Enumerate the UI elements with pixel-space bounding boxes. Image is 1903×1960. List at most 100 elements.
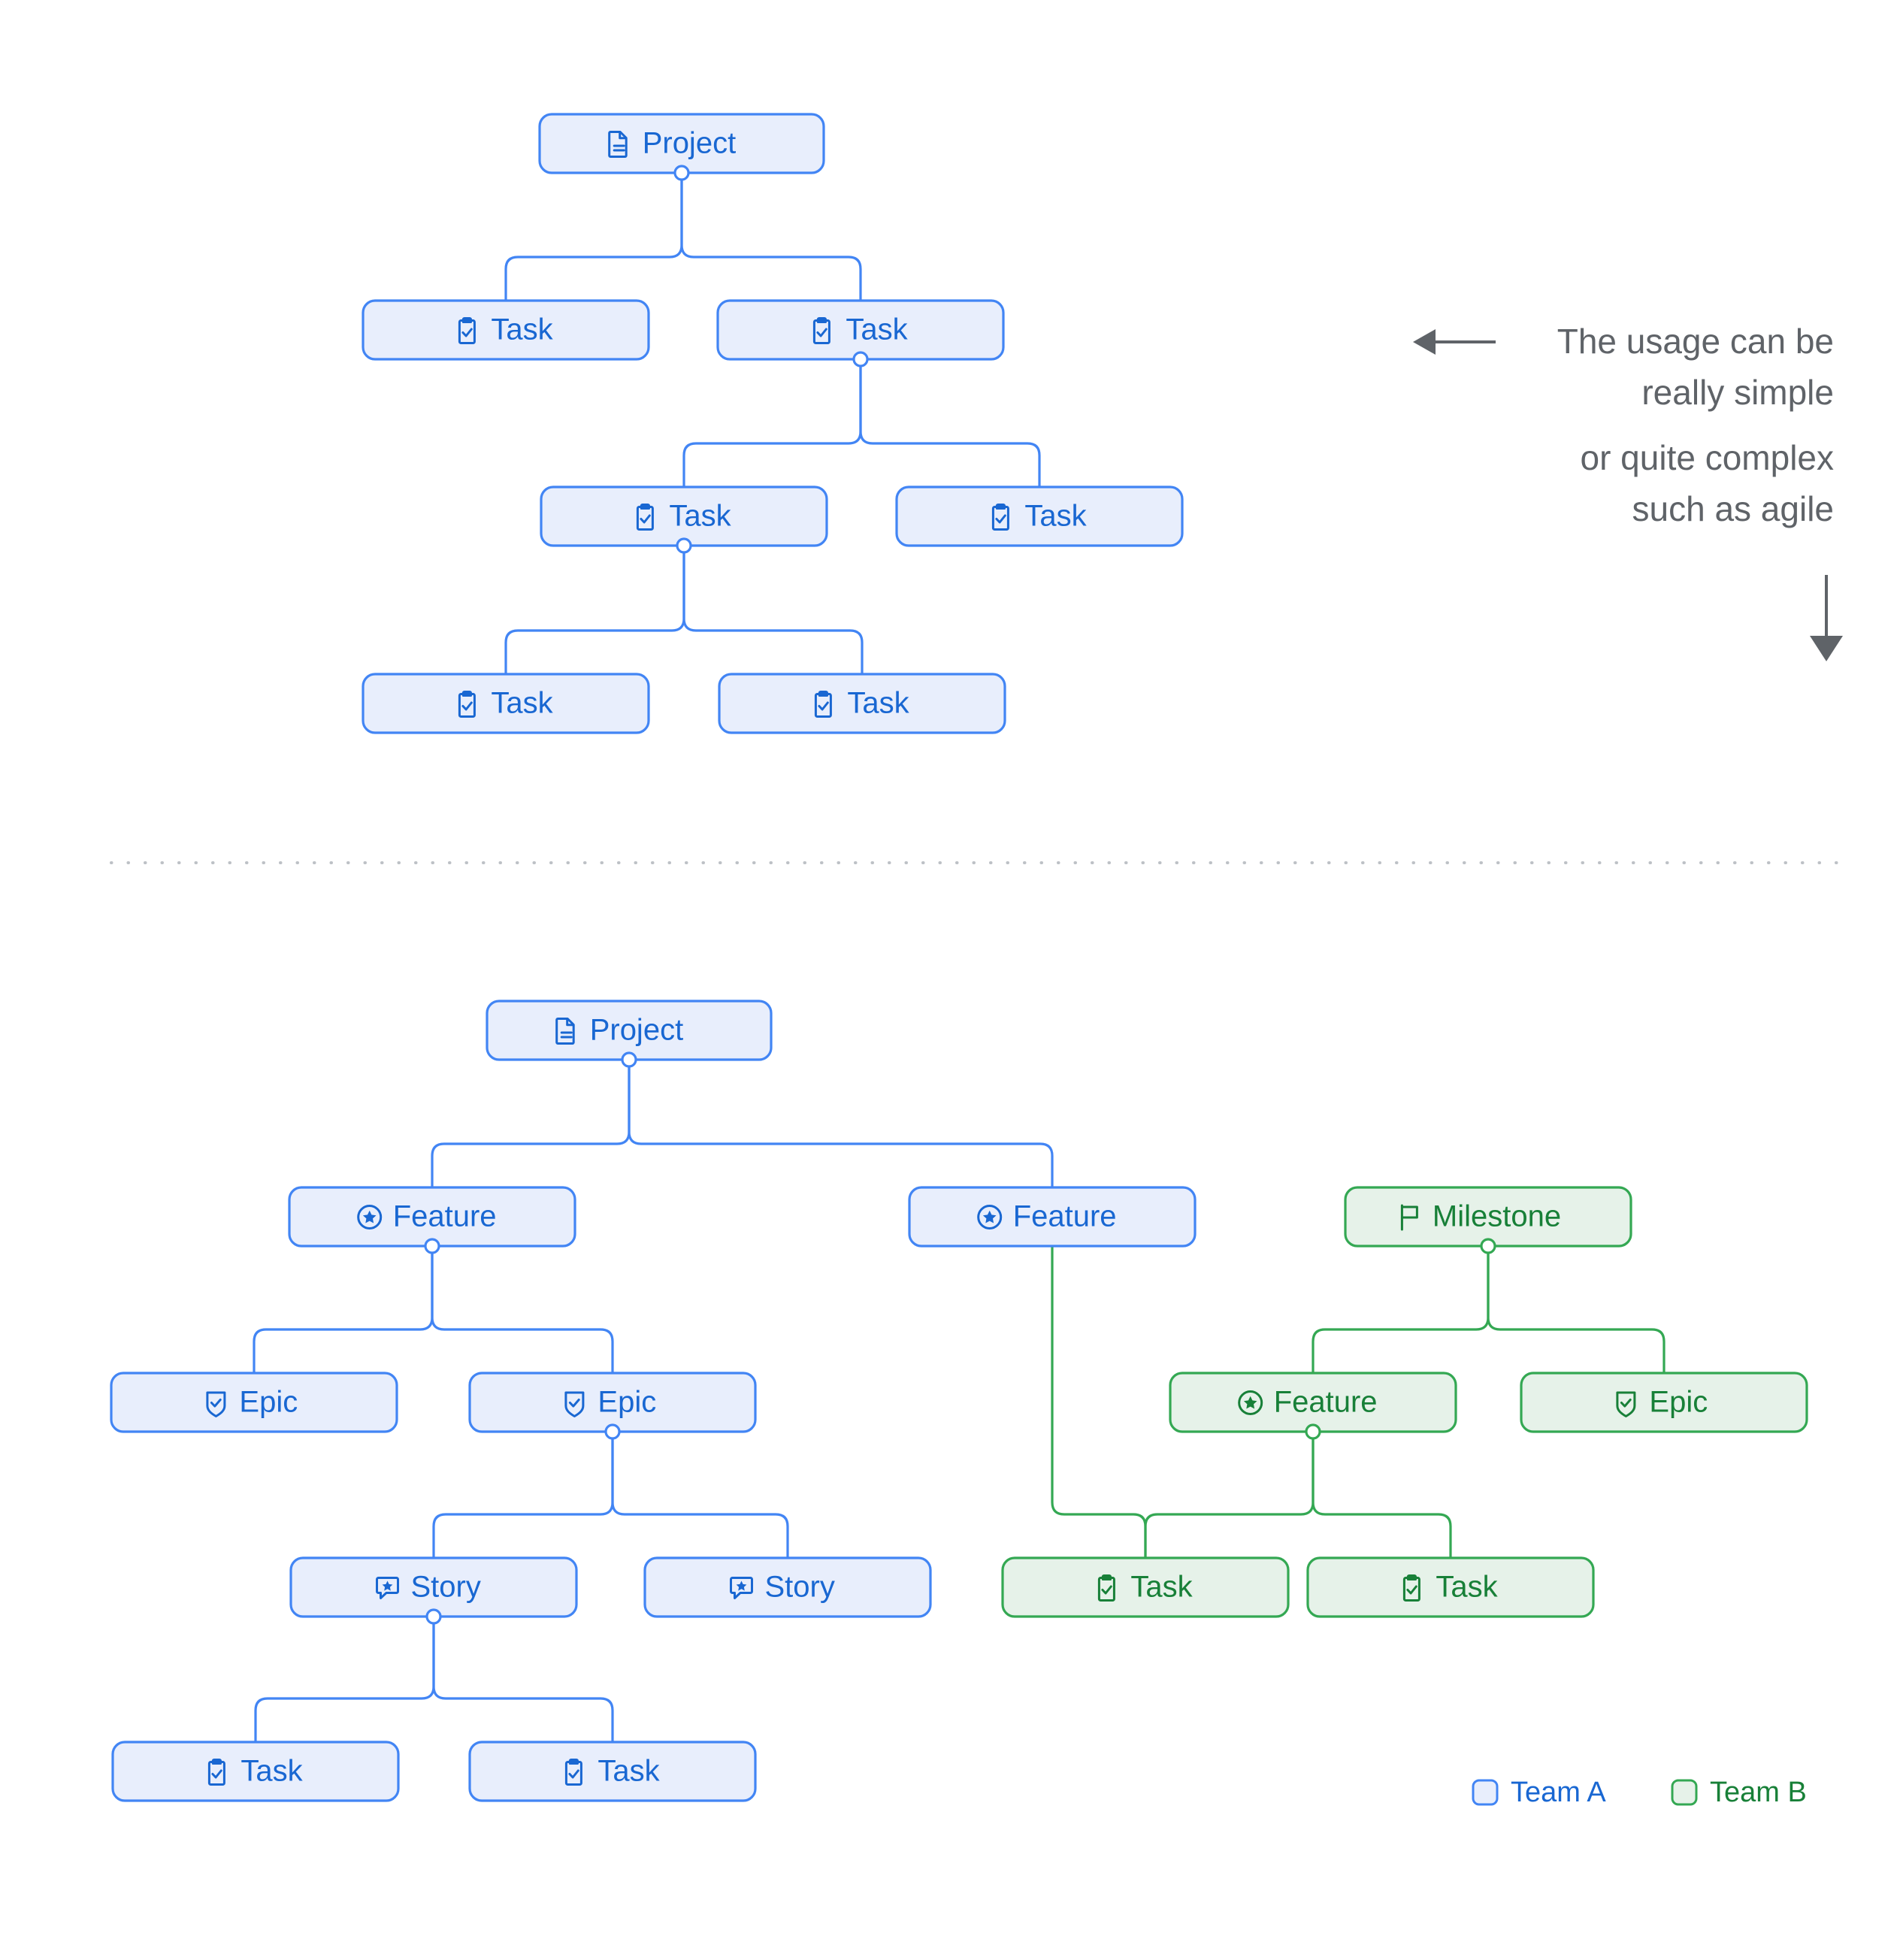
annotation-line-1: The usage can be: [1557, 322, 1834, 361]
down-arrow-icon: [1810, 575, 1843, 661]
node-label: Task: [491, 313, 553, 346]
node-label: Task: [846, 313, 908, 346]
node-background: [908, 1186, 1197, 1248]
annotation-line-2: really simple: [1641, 373, 1834, 412]
node-feature-a-feature-2[interactable]: Feature: [908, 1186, 1197, 1248]
clipboard-check-icon: [1402, 1574, 1420, 1602]
legend-swatch: [1671, 1779, 1698, 1806]
node-project-s-project[interactable]: Project: [538, 113, 825, 174]
connector-s-project-to-s-task-1: [504, 173, 683, 301]
node-task-a-task-g2[interactable]: Task: [1306, 1556, 1595, 1618]
left-arrow-icon: [1413, 329, 1496, 355]
shield-check-icon: [206, 1391, 226, 1417]
star-circle-icon: [977, 1205, 1003, 1230]
node-background: [111, 1741, 400, 1802]
connector-port: [673, 165, 690, 181]
node-label: Epic: [239, 1386, 298, 1419]
node-task-s-task-2[interactable]: Task: [716, 299, 1005, 361]
node-label: Task: [1436, 1571, 1498, 1604]
node-task-s-task-4[interactable]: Task: [895, 485, 1184, 547]
node-label: Epic: [598, 1386, 656, 1419]
connector-a-feature-1-to-a-epic-2: [431, 1246, 614, 1373]
legend-label: Team A: [1511, 1777, 1606, 1808]
node-label: Task: [1024, 500, 1087, 533]
node-background: [110, 1372, 398, 1433]
annotation-line-4: such as agile: [1632, 489, 1835, 528]
connector-port: [676, 537, 692, 554]
node-label: Task: [1130, 1571, 1193, 1604]
connector-s-task-2-to-s-task-4: [859, 359, 1041, 487]
star-circle-icon: [357, 1205, 383, 1230]
node-label: Story: [411, 1571, 481, 1604]
node-label: Feature: [393, 1200, 497, 1233]
connector-a-epic-2-to-a-story-1: [432, 1432, 614, 1558]
clipboard-check-icon: [564, 1759, 582, 1786]
node-story-a-story-1[interactable]: Story: [289, 1556, 578, 1618]
node-background: [362, 299, 650, 361]
node-task-a-task-g1[interactable]: Task: [1001, 1556, 1290, 1618]
node-epic-a-epic-3[interactable]: Epic: [1520, 1372, 1808, 1433]
node-background: [362, 673, 650, 734]
connector-a-feature-1-to-a-epic-1: [253, 1246, 434, 1373]
clipboard-check-icon: [636, 504, 654, 531]
node-label: Milestone: [1433, 1200, 1561, 1233]
document-icon: [608, 131, 628, 158]
flag-icon: [1400, 1204, 1418, 1231]
connector-a-epic-2-to-a-story-2: [611, 1432, 789, 1558]
connector-a-project-to-a-feature-1: [431, 1060, 631, 1187]
node-background: [895, 485, 1184, 547]
legend-item-team-b[interactable]: Team B: [1671, 1777, 1807, 1808]
node-story-a-story-2[interactable]: Story: [643, 1556, 932, 1618]
node-background: [718, 673, 1006, 734]
legend-item-team-a[interactable]: Team A: [1472, 1777, 1606, 1808]
connector-port-layer: [424, 165, 1496, 1625]
clipboard-check-icon: [458, 691, 476, 718]
node-feature-a-feature-3[interactable]: Feature: [1169, 1372, 1457, 1433]
clipboard-check-icon: [458, 317, 476, 344]
connector-a-project-to-a-feature-2: [628, 1060, 1054, 1187]
clipboard-check-icon: [814, 691, 832, 718]
node-feature-a-feature-1[interactable]: Feature: [288, 1186, 576, 1248]
node-task-a-task-b1[interactable]: Task: [111, 1741, 400, 1802]
node-milestone-a-milestone[interactable]: Milestone: [1344, 1186, 1632, 1248]
node-label: Task: [241, 1755, 303, 1788]
connector-a-story-1-to-a-task-b1: [254, 1617, 435, 1742]
node-epic-a-epic-1[interactable]: Epic: [110, 1372, 398, 1433]
node-label: Task: [669, 500, 731, 533]
node-background: [643, 1556, 932, 1618]
node-task-s-task-5[interactable]: Task: [362, 673, 650, 734]
clipboard-check-icon: [1097, 1574, 1115, 1602]
node-task-s-task-6[interactable]: Task: [718, 673, 1006, 734]
connector-port: [604, 1423, 621, 1440]
connector-port: [1480, 1238, 1496, 1254]
annotation-layer: The usage can be really simple or quite co…: [110, 322, 1850, 1808]
legend-label: Team B: [1710, 1777, 1807, 1808]
connector-s-task-3-to-s-task-5: [504, 546, 685, 674]
connector-a-milestone-to-a-epic-3: [1487, 1246, 1666, 1373]
connector-a-feature-3-to-a-task-g2: [1312, 1432, 1452, 1558]
clipboard-check-icon: [812, 317, 830, 344]
connector-s-task-2-to-s-task-3: [682, 359, 862, 487]
shield-check-icon: [1616, 1391, 1636, 1417]
node-project-a-project[interactable]: Project: [486, 1000, 773, 1061]
connector-a-milestone-to-a-feature-3: [1312, 1246, 1490, 1373]
connector-layer: [253, 173, 1666, 1742]
connector-port: [1305, 1423, 1321, 1440]
comment-star-icon: [730, 1577, 753, 1599]
node-background: [1306, 1556, 1595, 1618]
node-task-a-task-b2[interactable]: Task: [468, 1741, 757, 1802]
node-label: Feature: [1013, 1200, 1117, 1233]
node-epic-a-epic-2[interactable]: Epic: [468, 1372, 757, 1433]
connector-s-task-3-to-s-task-6: [682, 546, 864, 674]
node-label: Project: [590, 1014, 684, 1047]
annotation-line-3: or quite complex: [1581, 438, 1835, 477]
node-task-s-task-3[interactable]: Task: [540, 485, 828, 547]
node-task-s-task-1[interactable]: Task: [362, 299, 650, 361]
document-icon: [555, 1018, 575, 1045]
connector-a-feature-2-to-a-task-g1: [1051, 1246, 1147, 1558]
